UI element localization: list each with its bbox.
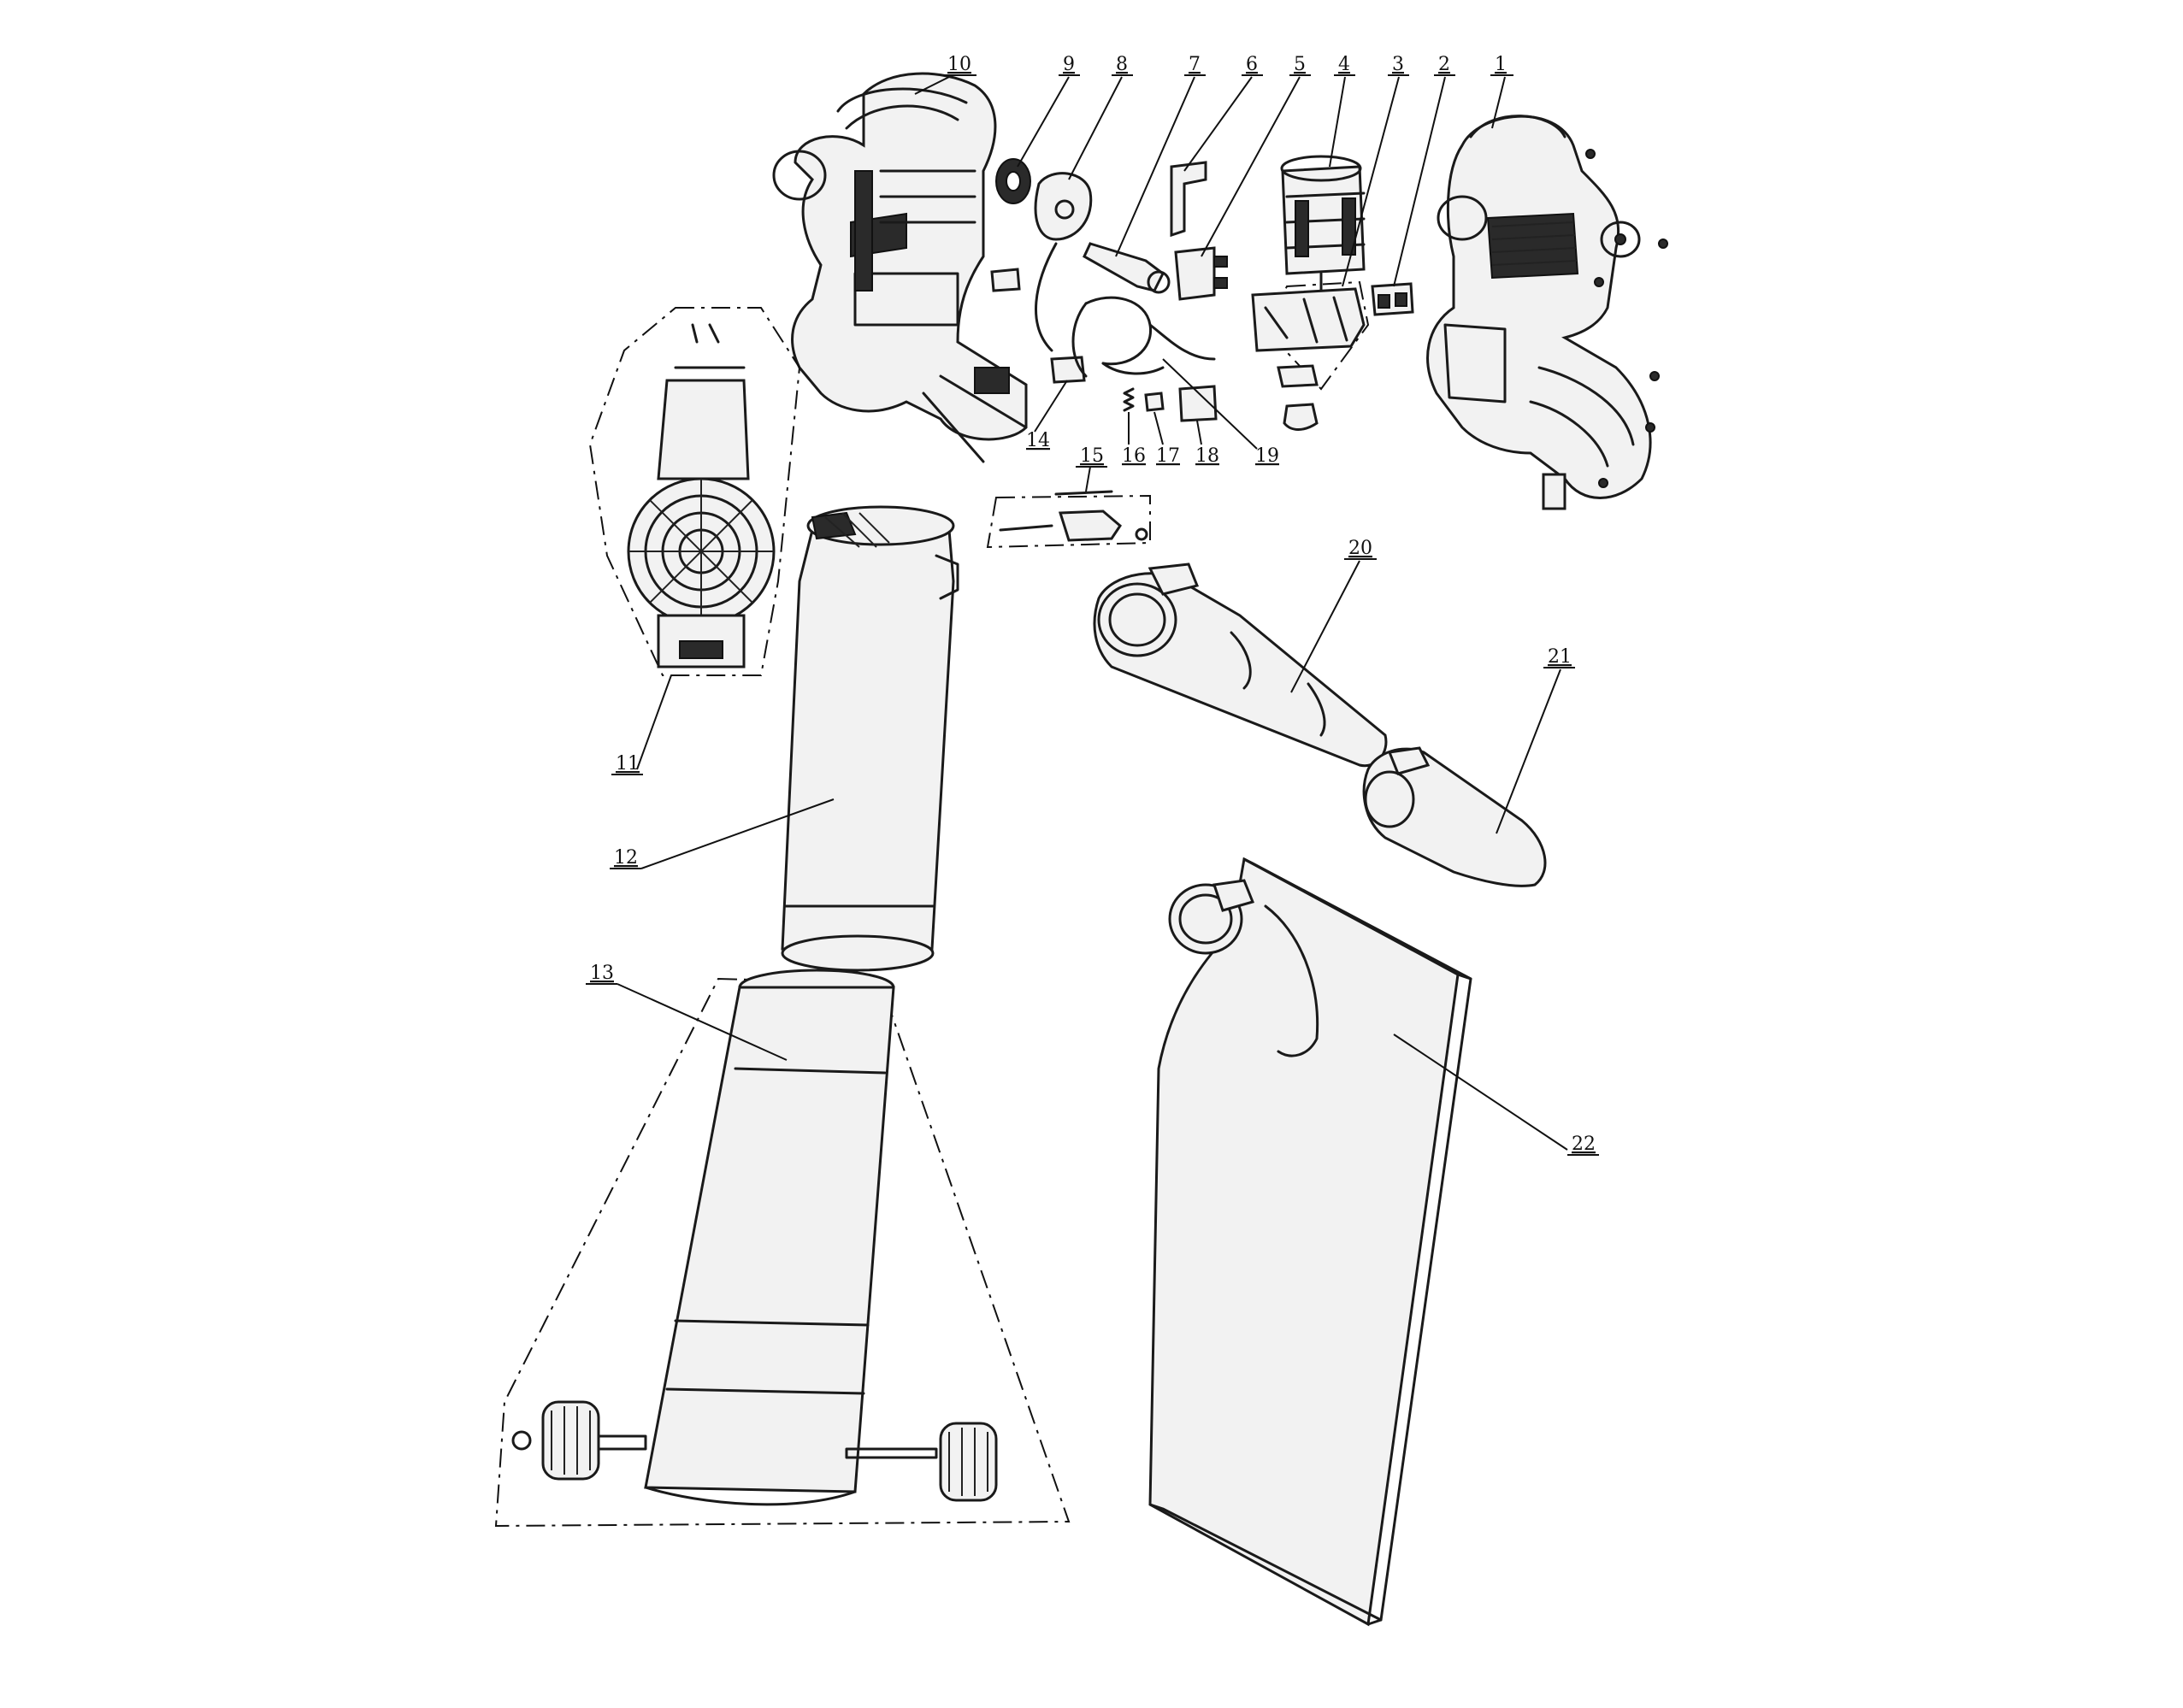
callout-2: 2 [1393,54,1455,287]
callout-2-text: 2 [1438,54,1450,75]
part-16-spring [1123,387,1135,412]
part-22-collection-bag [1148,857,1472,1627]
callout-21: 21 [1496,646,1575,834]
callout-9-text: 9 [1063,54,1075,75]
part-13-lower-tube-group [494,969,1071,1528]
part-20-blower-tube [1093,562,1388,768]
callout-14: 14 [1026,380,1068,451]
callout-15-text: 15 [1080,445,1104,467]
part-13-right-wheel [845,1422,998,1502]
callout-3-text: 3 [1392,54,1404,75]
callout-20: 20 [1290,538,1377,693]
callout-12: 12 [610,798,835,869]
part-13-left-wheel [511,1400,647,1481]
part-6-clip [1170,161,1207,238]
callout-17: 17 [1153,411,1180,467]
part-7-rod [1083,242,1171,294]
part-10-left-housing [772,72,1028,463]
part-1-screws [1585,149,1668,488]
callout-11-text: 11 [616,753,640,774]
part-17-contact [1144,392,1165,412]
part-9-nut [995,158,1031,204]
part-15-lock-group [986,490,1151,549]
callout-11: 11 [611,674,672,775]
callout-8: 8 [1068,54,1133,180]
callout-22-text: 22 [1572,1134,1596,1155]
callout-16: 16 [1122,412,1146,467]
part-18-switch-block [1178,385,1218,422]
callout-19: 19 [1162,358,1279,467]
callout-6: 6 [1183,54,1263,172]
part-21-nozzle [1362,746,1547,887]
callout-18-text: 18 [1195,445,1219,467]
part-3-fan-group [1251,280,1370,431]
callout-7-text: 7 [1189,54,1201,75]
callout-21-text: 21 [1548,646,1572,668]
callout-15: 15 [1076,445,1107,492]
callout-3: 3 [1342,54,1409,287]
callout-16-text: 16 [1122,445,1146,467]
part-8-switch-bracket [1034,172,1093,352]
callout-19-text: 19 [1255,445,1279,467]
callout-1: 1 [1490,54,1513,129]
callout-13: 13 [586,963,788,1061]
callout-4: 4 [1329,54,1355,168]
part-5-switch [1174,246,1228,301]
part-19-wiring-loom [1071,296,1216,378]
callout-12-text: 12 [614,847,638,869]
callout-14-text: 14 [1026,430,1050,451]
callout-5-text: 5 [1294,54,1306,75]
callout-7: 7 [1115,54,1206,257]
callout-20-text: 20 [1348,538,1372,559]
callout-8-text: 8 [1116,54,1128,75]
callout-1-text: 1 [1495,54,1507,75]
callout-10: 10 [914,54,976,95]
callout-6-text: 6 [1246,54,1258,75]
part-4-motor [1280,155,1366,297]
callout-18: 18 [1195,420,1219,467]
part-2-brush-holder [1371,282,1414,316]
callout-22: 22 [1393,1034,1599,1156]
part-12-upper-tube [781,505,959,972]
callout-10-text: 10 [947,54,971,75]
part-11-intake-cover-group [588,307,801,676]
callout-9: 9 [1017,54,1080,168]
callout-4-text: 4 [1338,54,1350,75]
part-1-right-housing [1426,115,1668,510]
callout-13-text: 13 [590,963,614,984]
callout-17-text: 17 [1156,445,1180,467]
callout-5: 5 [1201,54,1311,257]
